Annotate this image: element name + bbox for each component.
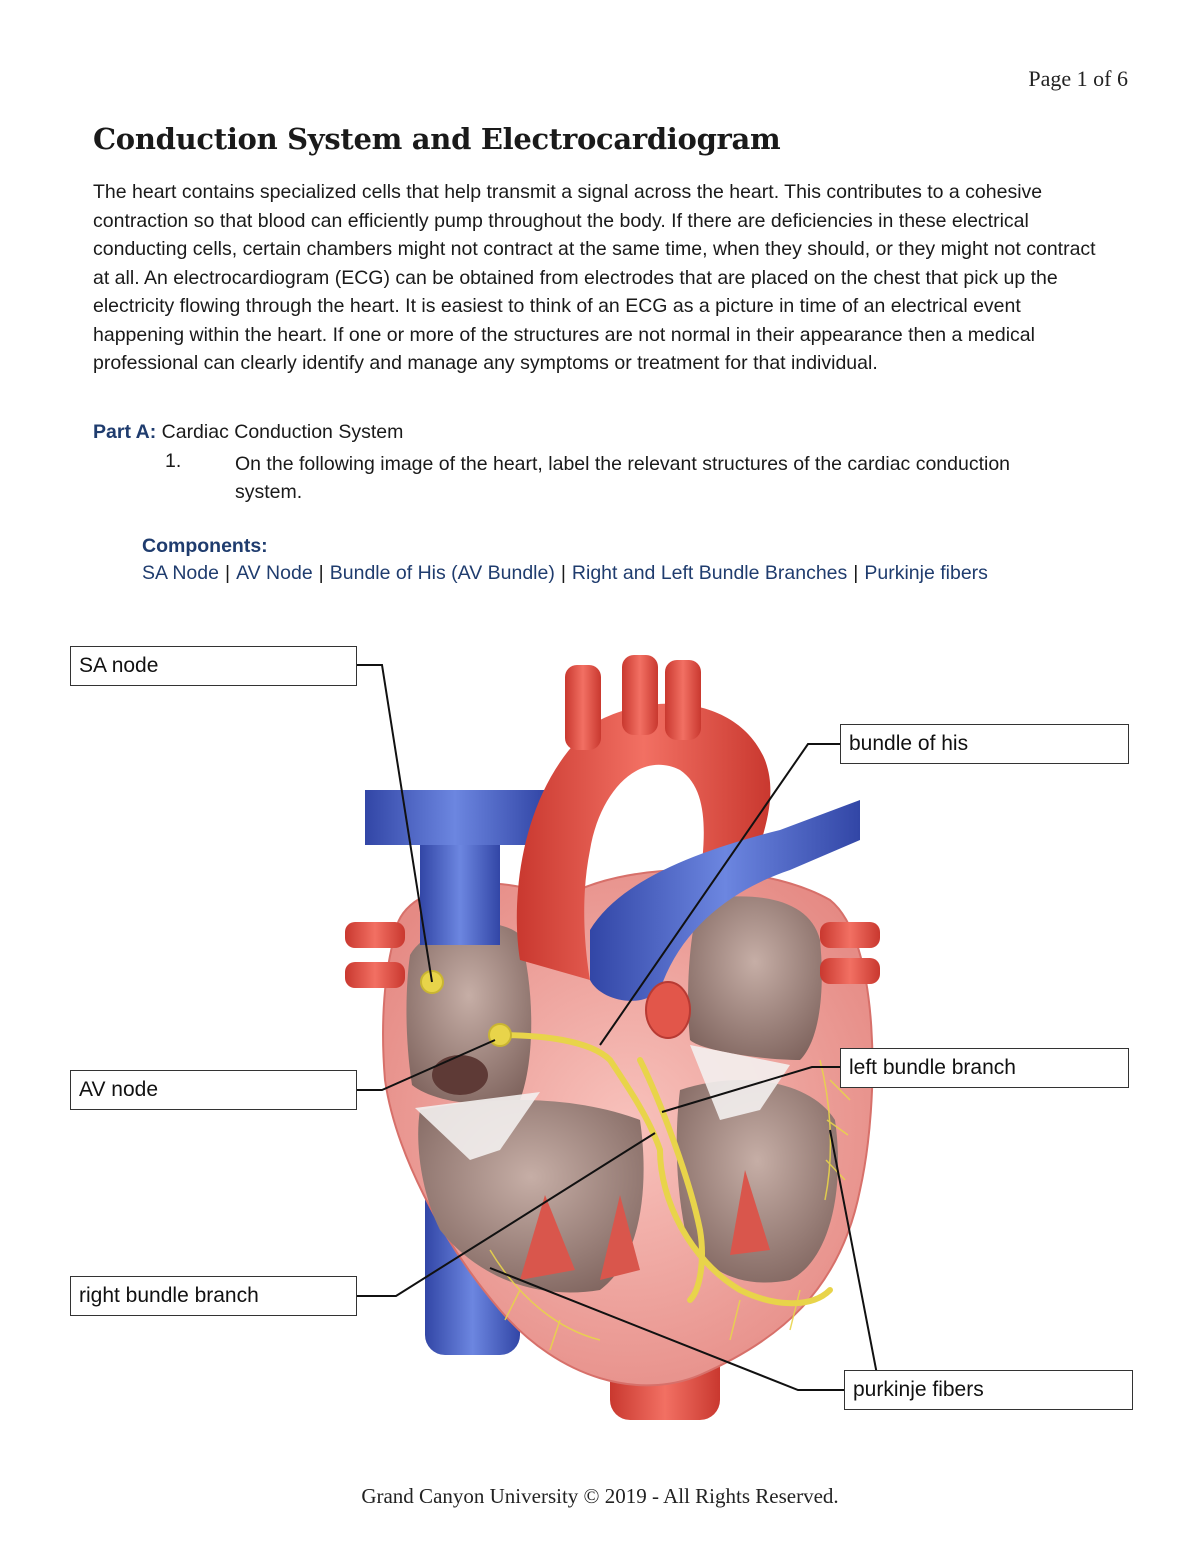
component-item: AV Node xyxy=(236,562,313,584)
component-item: Bundle of His (AV Bundle) xyxy=(329,562,555,584)
papillary-muscle xyxy=(730,1170,770,1255)
question-text: On the following image of the heart, lab… xyxy=(235,453,1011,503)
question-number: 1. xyxy=(165,450,182,472)
leader-bundle-of-his xyxy=(599,743,840,1046)
intro-paragraph: The heart contains specialized cells tha… xyxy=(93,181,1096,374)
leader-right-bundle-branch xyxy=(357,1132,656,1297)
conduction-pathway xyxy=(497,1032,833,1307)
aorta-branch xyxy=(622,655,658,735)
separator: | xyxy=(318,562,324,584)
aortic-opening xyxy=(645,981,691,1039)
aorta-branch xyxy=(665,660,701,740)
part-a-heading: Part A: Cardiac Conduction System xyxy=(93,421,403,444)
label-right-bundle-branch: right bundle branch xyxy=(70,1276,357,1316)
purkinje-fibers xyxy=(489,1059,851,1351)
component-item: SA Node xyxy=(142,562,219,584)
label-sa-node: SA node xyxy=(70,646,357,686)
separator: | xyxy=(224,562,231,584)
av-node-marker xyxy=(488,1023,512,1047)
pulmonary-vessel xyxy=(345,922,405,948)
leader-purkinje-fibers-left xyxy=(489,1267,840,1391)
tricuspid-valve xyxy=(415,1092,540,1160)
aorta-branch xyxy=(565,665,601,750)
pulmonary-vessel xyxy=(345,962,405,988)
mitral-valve xyxy=(690,1045,790,1120)
brachiocephalic-vein xyxy=(365,790,545,845)
leader-left-bundle-branch xyxy=(661,1066,840,1113)
left-atrium xyxy=(688,896,822,1060)
component-item: Purkinje fibers xyxy=(864,562,988,584)
pulmonary-vein xyxy=(820,922,880,948)
right-atrium xyxy=(406,923,532,1105)
right-bundle-branch-path xyxy=(657,1147,833,1307)
pulmonary-artery xyxy=(590,800,860,1001)
papillary-muscle xyxy=(520,1195,575,1280)
page-number: Page 1 of 6 xyxy=(1028,66,1128,91)
page-title: Conduction System and Electrocardiogram xyxy=(93,122,781,156)
coronary-sinus-opening xyxy=(432,1055,488,1095)
component-item: Right and Left Bundle Branches xyxy=(571,562,848,584)
separator: | xyxy=(560,562,566,584)
leader-av-node xyxy=(357,1039,496,1091)
part-a-label: Part A: xyxy=(93,421,157,443)
label-av-node: AV node xyxy=(70,1070,357,1110)
pulmonary-vein xyxy=(820,958,880,984)
left-ventricle xyxy=(676,1080,838,1283)
footer-copyright: Grand Canyon University © 2019 - All Rig… xyxy=(361,1484,839,1508)
separator: | xyxy=(853,562,859,584)
label-purkinje-fibers: purkinje fibers xyxy=(844,1370,1133,1410)
components-title: Components: xyxy=(142,535,268,557)
left-bundle-branch-path xyxy=(637,1057,705,1303)
papillary-muscle xyxy=(600,1195,640,1280)
part-a-title: Cardiac Conduction System xyxy=(161,421,404,443)
bundle-of-his-path xyxy=(497,1032,663,1153)
aortic-arch xyxy=(516,703,771,980)
components-list: SA Node|AV Node|Bundle of His (AV Bundle… xyxy=(142,562,988,585)
label-left-bundle-branch: left bundle branch xyxy=(840,1048,1129,1088)
label-bundle-of-his: bundle of his xyxy=(840,724,1129,764)
leader-sa-node xyxy=(357,664,433,983)
